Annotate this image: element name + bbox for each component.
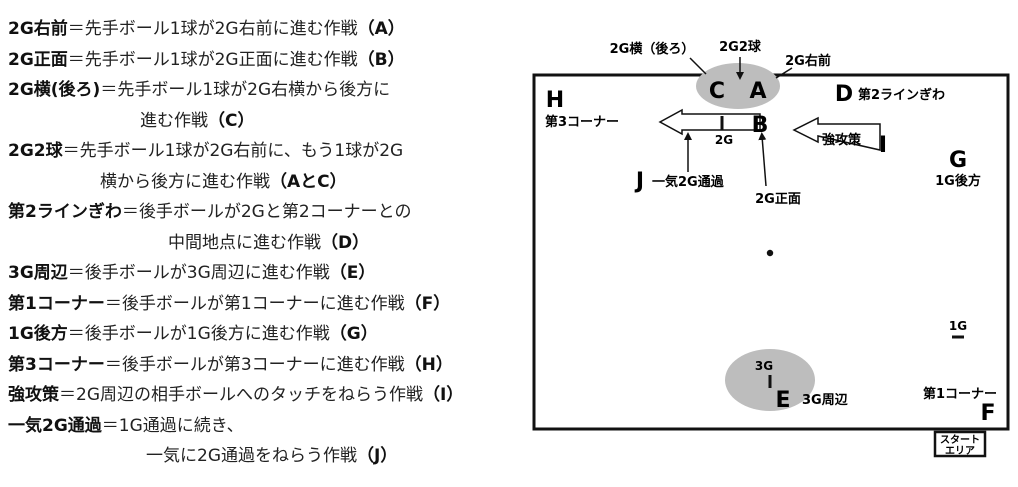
legend-letter: （F） xyxy=(404,293,451,314)
label-second-line: 第2ラインぎわ xyxy=(858,87,945,103)
legend-row-continuation: 進む作戦（C） xyxy=(8,106,528,137)
letter-d: D xyxy=(835,82,853,107)
arrow-b-pointer xyxy=(758,132,767,187)
legend-desc: ＝後手ボールが1G後方に進む作戦 xyxy=(67,324,330,344)
start-area-box xyxy=(933,430,987,458)
legend-row: 1G後方＝後手ボールが1G後方に進む作戦（G） xyxy=(8,319,528,350)
letter-f: F xyxy=(980,401,995,426)
start-area-label-2: エリア xyxy=(945,445,975,457)
legend-desc: ＝2G周辺の相手ボールへのタッチをねらう作戦 xyxy=(59,385,423,405)
label-pass-2g: 一気2G通過 xyxy=(652,174,725,190)
label-gate-2g: 2G xyxy=(715,133,733,147)
legend-term: 第3コーナー xyxy=(8,354,105,375)
zone-2g-ellipse xyxy=(696,63,780,109)
legend-row: 2G横(後ろ)＝先手ボール1球が2G右横から後方に xyxy=(8,75,528,106)
legend-term: 強攻策 xyxy=(8,385,59,405)
arrow-i-hollow xyxy=(792,116,881,151)
legend-row: 第1コーナー＝後手ボールが第1コーナーに進む作戦（F） xyxy=(8,289,528,320)
legend-desc: ＝先手ボール1球が2G右横から後方に xyxy=(100,80,391,100)
label-2g-front: 2G正面 xyxy=(755,192,801,207)
label-gate-3g: 3G xyxy=(755,359,773,373)
callout-2g-side-back: 2G横（後ろ） xyxy=(610,41,695,57)
legend-row-continuation: 一気に2G通過をねらう作戦（J） xyxy=(8,441,528,472)
legend-term: 1G後方 xyxy=(8,324,68,344)
legend-desc: ＝後手ボールが3G周辺に進む作戦 xyxy=(67,263,330,283)
legend-letter: （I） xyxy=(423,385,464,405)
legend-row: 2G2球＝先手ボール1球が2G右前に、もう1球が2G xyxy=(8,136,528,167)
legend-letter: （D） xyxy=(321,232,370,253)
start-area-label-1: スタート xyxy=(940,434,980,446)
legend-row: 3G周辺＝後手ボールが3G周辺に進む作戦（E） xyxy=(8,258,528,289)
legend-row: 2G右前＝先手ボール1球が2G右前に進む作戦（A） xyxy=(8,14,528,45)
legend-letter: （A） xyxy=(357,19,405,39)
arrow-j-hollow xyxy=(658,108,761,136)
legend-row: 2G正面＝先手ボール1球が2G正面に進む作戦（B） xyxy=(8,45,528,76)
legend-letter: （B） xyxy=(357,49,405,70)
legend-desc: 一気に2G通過をねらう作戦 xyxy=(146,446,357,466)
letter-i: I xyxy=(879,133,887,158)
legend-row: 第2ラインぎわ＝後手ボールが2Gと第2コーナーとの xyxy=(8,197,528,228)
legend-term: 第1コーナー xyxy=(8,293,105,314)
label-third-corner: 第3コーナー xyxy=(545,114,619,130)
legend-desc: ＝先手ボール1球が2G右前に、もう1球が2G xyxy=(62,141,404,161)
letter-h: H xyxy=(546,88,564,113)
legend-row: 一気2G通過＝1G通過に続き、 xyxy=(8,411,528,442)
legend-term: 2G2球 xyxy=(8,141,63,161)
legend-term: 3G周辺 xyxy=(8,263,68,283)
label-1g-back: 1G後方 xyxy=(935,173,981,189)
strategy-legend: 2G右前＝先手ボール1球が2G右前に進む作戦（A）2G正面＝先手ボール1球が2G… xyxy=(8,14,528,472)
letter-g: G xyxy=(949,148,967,173)
legend-row-continuation: 中間地点に進む作戦（D） xyxy=(8,228,528,259)
label-first-corner: 第1コーナー xyxy=(923,386,997,402)
label-3g-area: 3G周辺 xyxy=(802,393,848,408)
legend-desc: 横から後方に進む作戦 xyxy=(100,171,270,192)
legend-desc: ＝先手ボール1球が2G正面に進む作戦 xyxy=(67,49,358,70)
label-gate-1g: 1G xyxy=(949,319,967,333)
legend-desc: ＝先手ボール1球が2G右前に進む作戦 xyxy=(67,19,358,39)
letter-c: C xyxy=(709,79,725,104)
legend-term: 2G右前 xyxy=(8,19,68,39)
legend-desc: ＝1G通過に続き、 xyxy=(101,415,244,436)
legend-row-continuation: 横から後方に進む作戦（AとC） xyxy=(8,167,528,198)
legend-letter: （G） xyxy=(329,324,378,344)
legend-term: 2G正面 xyxy=(8,49,68,70)
label-aggressive: 強攻策 xyxy=(822,132,862,148)
legend-desc: 進む作戦 xyxy=(140,110,208,131)
legend-letter: （H） xyxy=(404,354,453,375)
legend-row: 強攻策＝2G周辺の相手ボールへのタッチをねらう作戦（I） xyxy=(8,380,528,411)
legend-letter: （J） xyxy=(357,446,398,466)
callout-line-a xyxy=(775,67,793,79)
legend-desc: ＝後手ボールが第1コーナーに進む作戦 xyxy=(104,293,405,314)
letter-j: J xyxy=(634,169,644,194)
legend-term: 2G横(後ろ) xyxy=(8,80,101,100)
legend-letter: （E） xyxy=(329,263,376,283)
legend-desc: 中間地点に進む作戦 xyxy=(168,232,321,253)
letter-b: B xyxy=(752,113,769,138)
legend-letter: （AとC） xyxy=(270,171,347,192)
legend-row: 第3コーナー＝後手ボールが第3コーナーに進む作戦（H） xyxy=(8,350,528,381)
callout-line-c xyxy=(689,57,707,75)
letter-e: E xyxy=(775,388,790,413)
legend-term: 一気2G通過 xyxy=(8,415,102,436)
legend-term: 第2ラインぎわ xyxy=(8,202,122,222)
legend-desc: ＝後手ボールが第3コーナーに進む作戦 xyxy=(104,354,405,375)
letter-a: A xyxy=(749,79,766,104)
legend-letter: （C） xyxy=(208,110,255,131)
callout-2g-two-ball: 2G2球 xyxy=(719,39,762,55)
callout-2g-right-front: 2G右前 xyxy=(785,53,831,69)
legend-desc: ＝後手ボールが2Gと第2コーナーとの xyxy=(121,202,412,222)
center-stake xyxy=(766,249,774,257)
